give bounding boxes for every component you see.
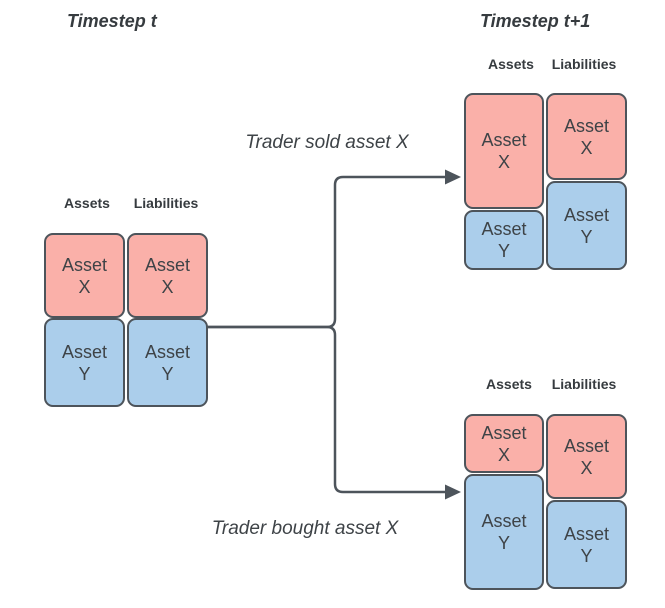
box-t1-sold-liabilities-asset-y: Asset Y bbox=[546, 181, 627, 270]
arrowhead-bought-icon bbox=[445, 484, 461, 500]
arrow-bought-path bbox=[207, 325, 445, 494]
asset-name: Asset bbox=[563, 435, 610, 456]
asset-name: Asset bbox=[144, 341, 191, 362]
asset-symbol: Y bbox=[497, 533, 510, 553]
asset-name: Asset bbox=[481, 219, 527, 239]
box-t1-sold-liabilities-asset-x: Asset X bbox=[546, 93, 627, 180]
arrowhead-sold-icon bbox=[445, 169, 461, 185]
title-timestep-t: Timestep t bbox=[67, 11, 157, 31]
label-trader-sold: Trader sold asset X bbox=[245, 132, 409, 153]
asset-name: Asset bbox=[61, 254, 108, 275]
asset-symbol: X bbox=[497, 444, 510, 465]
asset-symbol: Y bbox=[580, 545, 593, 566]
asset-name: Asset bbox=[481, 511, 527, 531]
asset-name: Asset bbox=[563, 204, 610, 225]
box-t1-sold-assets-asset-y: Asset Y bbox=[464, 210, 544, 270]
box-t1-bought-assets-asset-y: Asset Y bbox=[464, 474, 544, 590]
asset-name: Asset bbox=[481, 130, 527, 150]
box-t1-bought-liabilities-asset-x: Asset X bbox=[546, 414, 627, 499]
box-t-liabilities-asset-x: Asset X bbox=[127, 233, 208, 318]
box-t1-bought-assets-asset-x: Asset X bbox=[464, 414, 544, 473]
asset-name: Asset bbox=[481, 422, 527, 443]
header-liabilities-t1-sold: Liabilities bbox=[551, 56, 617, 72]
asset-symbol: Y bbox=[78, 363, 91, 384]
asset-symbol: X bbox=[78, 276, 91, 297]
asset-symbol: X bbox=[580, 137, 593, 158]
arrow-sold-path bbox=[207, 175, 445, 329]
box-t-assets-asset-y: Asset Y bbox=[44, 318, 125, 407]
asset-name: Asset bbox=[563, 115, 610, 136]
box-t-assets-asset-x: Asset X bbox=[44, 233, 125, 318]
asset-symbol: Y bbox=[161, 363, 174, 384]
asset-symbol: Y bbox=[580, 226, 593, 247]
asset-symbol: X bbox=[161, 276, 174, 297]
asset-name: Asset bbox=[563, 523, 610, 544]
box-t1-sold-assets-asset-x: Asset X bbox=[464, 93, 544, 209]
header-assets-t1-bought: Assets bbox=[486, 376, 532, 392]
header-assets-t: Assets bbox=[64, 195, 110, 211]
asset-name: Asset bbox=[61, 341, 108, 362]
asset-symbol: X bbox=[497, 152, 510, 172]
box-t-liabilities-asset-y: Asset Y bbox=[127, 318, 208, 407]
header-liabilities-t: Liabilities bbox=[133, 195, 199, 211]
header-liabilities-t1-bought: Liabilities bbox=[551, 376, 617, 392]
asset-symbol: X bbox=[580, 457, 593, 478]
asset-symbol: Y bbox=[497, 241, 510, 261]
box-t1-bought-liabilities-asset-y: Asset Y bbox=[546, 500, 627, 589]
label-trader-bought: Trader bought asset X bbox=[211, 518, 399, 539]
header-assets-t1-sold: Assets bbox=[488, 56, 534, 72]
asset-name: Asset bbox=[144, 254, 191, 275]
title-timestep-t-plus-1: Timestep t+1 bbox=[480, 11, 591, 31]
